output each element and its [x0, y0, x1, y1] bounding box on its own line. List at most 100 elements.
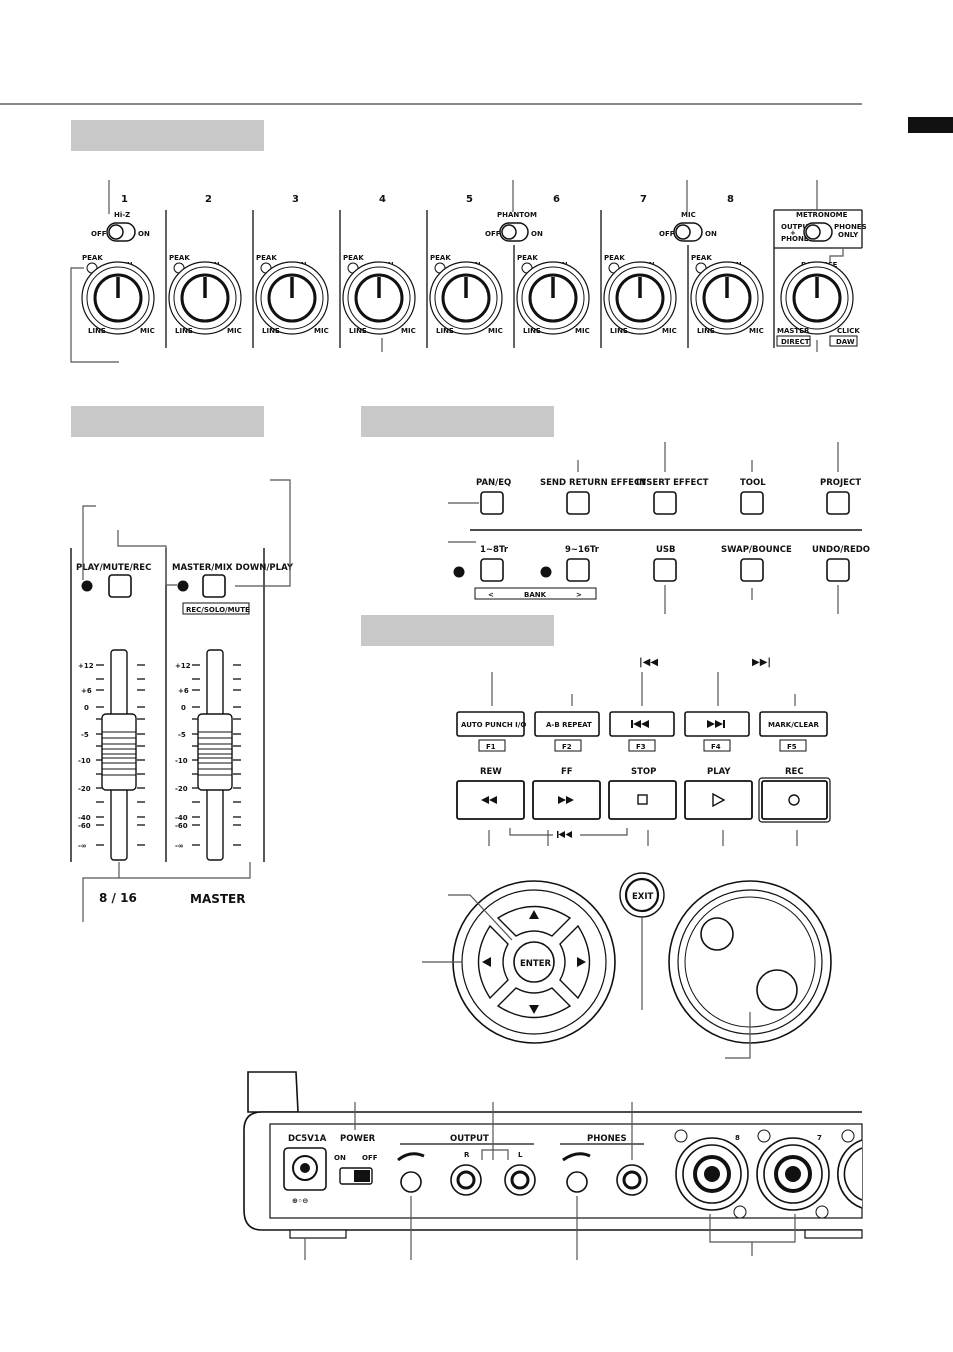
f1-label: F1 — [486, 743, 496, 751]
play-label: PLAY — [707, 767, 731, 777]
usb-label: USB — [656, 545, 676, 555]
gain-knob[interactable] — [428, 260, 504, 336]
phones-level-arc — [562, 1152, 591, 1162]
channel-number-3: 3 — [292, 194, 299, 205]
insert-effect-button[interactable] — [653, 491, 677, 515]
f2-box — [554, 739, 582, 752]
pan-eq-button[interactable] — [480, 491, 504, 515]
fader-816-label: 8 / 16 — [99, 891, 137, 905]
function-section: PAN/EQ SEND RETURN EFFECT INSERT EFFECT … — [448, 442, 870, 614]
project-button[interactable] — [826, 491, 850, 515]
skip-back-hint-icon — [557, 831, 572, 838]
gain-knob[interactable] — [689, 260, 765, 336]
metronome-label: METRONOME — [796, 211, 848, 219]
play-mute-rec-label: PLAY/MUTE/REC — [76, 563, 151, 573]
pan-eq-label: PAN/EQ — [476, 478, 511, 488]
balance-knob[interactable] — [779, 260, 855, 336]
scale-label: -60 — [78, 822, 91, 830]
f1-box — [478, 739, 506, 752]
gain-knob[interactable] — [515, 260, 591, 336]
metronome-output-label: OUTPUT — [781, 223, 813, 231]
peak-label: PEAK — [604, 254, 625, 262]
input-callouts — [70, 180, 844, 363]
channel-number-8: 8 — [727, 194, 734, 205]
section-bar-transport — [361, 615, 554, 646]
input-jack-8[interactable] — [674, 1129, 749, 1219]
section-bar-function — [361, 406, 554, 437]
transport-callouts — [488, 672, 798, 846]
exit-button[interactable] — [624, 877, 660, 913]
gain-knob[interactable] — [167, 260, 243, 336]
gain-knob[interactable] — [602, 260, 678, 336]
balance-strip: BALANCE MASTER CLICK DIRECT DAW — [776, 260, 860, 347]
auto-punch-button[interactable] — [456, 711, 525, 737]
transport-section: |◀◀ ▶▶| AUTO PUNCH I/O A-B REPEAT MARK/C… — [422, 657, 832, 1059]
scale-label: -60 — [175, 822, 188, 830]
tr-9-16-button[interactable] — [566, 558, 590, 582]
cursor-up-button[interactable] — [496, 905, 572, 937]
channel-strip-5: PEAK GAIN LINE MIC — [428, 254, 504, 336]
channel-strip-6: PEAK GAIN LINE MIC — [515, 254, 591, 336]
cursor-right-button[interactable] — [559, 924, 591, 1000]
section-bar-fader — [71, 406, 264, 437]
scale-label: 0 — [84, 704, 89, 712]
channel-strip-3: PEAK GAIN LINE MIC — [254, 254, 330, 336]
enter-button[interactable] — [513, 941, 555, 983]
master-status-button[interactable] — [202, 574, 226, 598]
mark-clear-button[interactable] — [759, 711, 828, 737]
direct-label: DIRECT — [781, 338, 810, 346]
channel-strip-1: PEAK GAIN LINE MIC — [80, 254, 156, 336]
tr-1-8-button[interactable] — [480, 558, 504, 582]
channel-strip-4: PEAK GAIN LINE MIC — [341, 254, 417, 336]
swap-bounce-button[interactable] — [740, 558, 764, 582]
tr-1-8-led — [453, 566, 465, 578]
channel-strip-8: PEAK GAIN LINE MIC — [689, 254, 765, 336]
phones-level-knob[interactable] — [566, 1171, 588, 1193]
cursor-left-button[interactable] — [477, 924, 509, 1000]
dc-label: DC5V1A — [288, 1134, 327, 1144]
hiz-on-label: ON — [138, 230, 150, 238]
gain-knob[interactable] — [341, 260, 417, 336]
fast-forward-icon — [558, 796, 574, 804]
phones-jack-hole — [622, 1170, 642, 1190]
record-icon — [788, 794, 800, 806]
scale-label: +12 — [78, 662, 94, 670]
scale-label: -∞ — [175, 842, 184, 850]
dial-finger-dimple-large — [756, 969, 798, 1011]
peak-label: PEAK — [343, 254, 364, 262]
usb-button[interactable] — [653, 558, 677, 582]
scale-label: +12 — [175, 662, 191, 670]
undo-redo-button[interactable] — [826, 558, 850, 582]
tr-9-16-label: 9~16Tr — [565, 545, 600, 555]
ab-repeat-label: A-B REPEAT — [546, 721, 592, 729]
fader-816[interactable] — [101, 713, 137, 791]
input-jack-6[interactable] — [837, 1129, 863, 1209]
mic-on-label: ON — [705, 230, 717, 238]
cursor-down-button[interactable] — [496, 987, 572, 1019]
fader-master[interactable] — [197, 713, 233, 791]
tool-button[interactable] — [740, 491, 764, 515]
channel-status-led — [81, 580, 93, 592]
gain-knob[interactable] — [254, 260, 330, 336]
output-level-knob[interactable] — [400, 1171, 422, 1193]
input-jack-7[interactable] — [756, 1129, 830, 1219]
play-mute-rec-button[interactable] — [108, 574, 132, 598]
bank-right-label: > — [576, 591, 582, 599]
send-return-button[interactable] — [566, 491, 590, 515]
peak-label: PEAK — [169, 254, 190, 262]
rec-solo-mute-label: REC/SOLO/MUTE — [186, 606, 250, 614]
peak-label: PEAK — [517, 254, 538, 262]
ab-repeat-button[interactable] — [534, 711, 600, 737]
channel-number-1: 1 — [121, 194, 128, 205]
master-status-led — [177, 580, 189, 592]
rear-foot-right — [804, 1229, 863, 1239]
output-r-label: R — [464, 1151, 470, 1159]
click-label: CLICK — [837, 327, 860, 335]
arrow-up-icon — [529, 910, 539, 919]
arrow-down-icon — [529, 1005, 539, 1014]
mic-label: MIC — [749, 327, 764, 335]
gain-knob[interactable] — [80, 260, 156, 336]
rear-callouts — [304, 1102, 796, 1260]
control-callouts — [422, 894, 751, 1059]
